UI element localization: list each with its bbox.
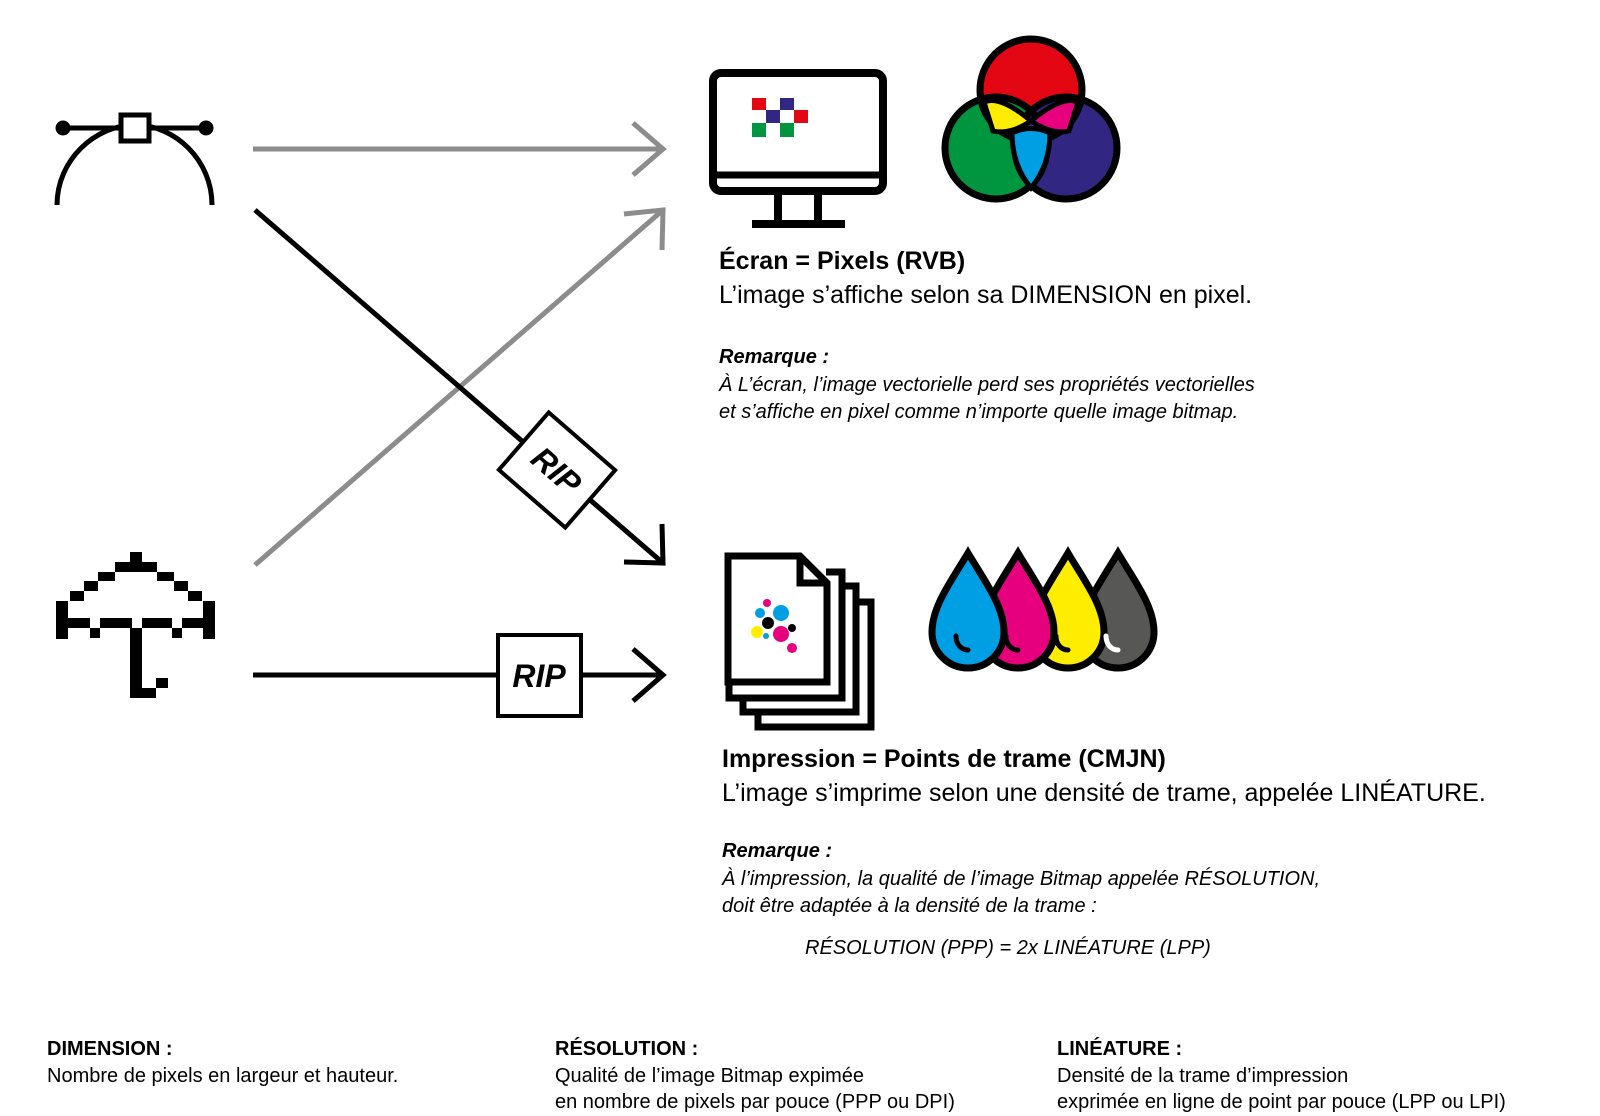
definition-dimension-title: DIMENSION : <box>47 1038 173 1060</box>
definition-resolution-line-2: en nombre de pixels par pouce (PPP ou DP… <box>555 1091 955 1113</box>
print-description: L’image s’imprime selon une densité de t… <box>722 779 1486 807</box>
rgb-circles-icon <box>941 35 1121 203</box>
vector-bezier-icon <box>54 112 215 206</box>
print-formula: RÉSOLUTION (PPP) = 2x LINÉATURE (LPP) <box>805 937 1211 959</box>
monitor-icon <box>709 69 887 228</box>
arrow-vector-to-screen <box>253 121 667 177</box>
arrow-bitmap-to-print <box>253 647 667 703</box>
screen-description: L’image s’affiche selon sa DIMENSION en … <box>719 281 1253 309</box>
definition-lineature-line-1: Densité de la trame d’impression <box>1057 1065 1349 1087</box>
rip-label-horizontal: RIP <box>512 658 566 694</box>
screen-title: Écran = Pixels (RVB) <box>719 247 966 275</box>
definition-resolution-line-1: Qualité de l’image Bitmap expimée <box>555 1065 865 1087</box>
cmyk-ink-drops-icon <box>928 546 1158 672</box>
definition-lineature-title: LINÉATURE : <box>1057 1038 1183 1060</box>
pixel-umbrella-icon <box>56 552 215 698</box>
printed-pages-icon <box>724 552 875 731</box>
definition-lineature-line-2: exprimée en ligne de point par pouce (LP… <box>1057 1091 1506 1113</box>
print-remark-line-2: doit être adaptée à la densité de la tra… <box>722 895 1097 917</box>
halftone-dots <box>751 599 797 653</box>
screen-remark-title: Remarque : <box>719 346 830 368</box>
print-title: Impression = Points de trame (CMJN) <box>722 745 1166 773</box>
rip-box-diagonal: RIP <box>496 409 618 531</box>
print-remark-line-1: À l’impression, la qualité de l’image Bi… <box>722 868 1321 890</box>
screen-remark-line-1: À L’écran, l’image vectorielle perd ses … <box>719 374 1255 396</box>
rip-box-horizontal: RIP <box>496 633 583 718</box>
definition-dimension-line-1: Nombre de pixels en largeur et hauteur. <box>47 1065 399 1087</box>
screen-remark-line-2: et s’affiche en pixel comme n’importe qu… <box>719 401 1239 423</box>
arrow-vector-to-print <box>253 208 666 566</box>
print-remark-title: Remarque : <box>722 840 833 862</box>
definition-resolution-title: RÉSOLUTION : <box>555 1038 699 1060</box>
